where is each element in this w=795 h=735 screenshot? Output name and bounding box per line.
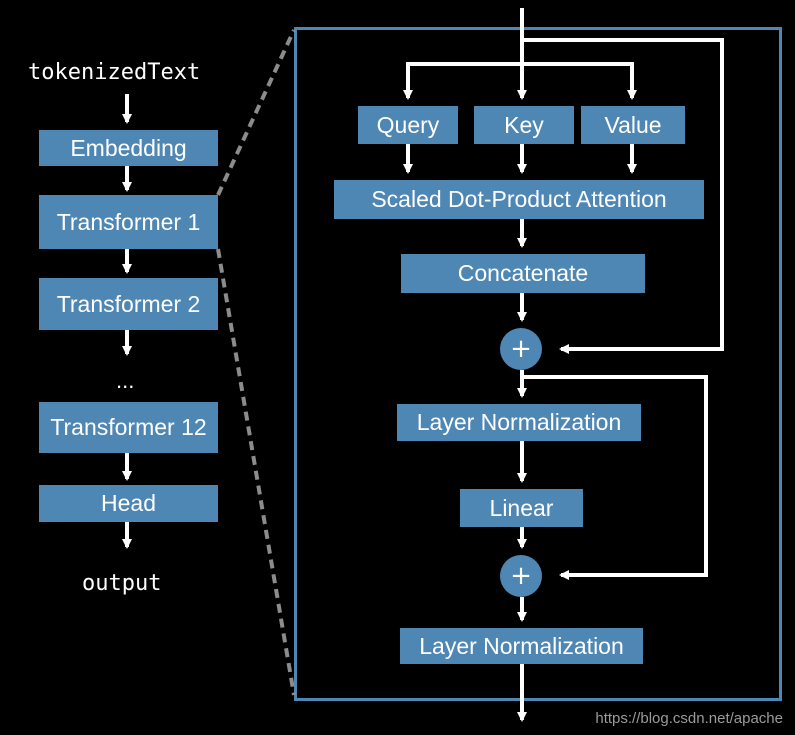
embedding-box: Embedding: [39, 130, 218, 166]
transformer-detail-frame: [294, 27, 782, 701]
transformer-1-box: Transformer 1: [39, 195, 218, 249]
add-node-2: +: [500, 555, 542, 597]
layer-norm-1-box: Layer Normalization: [397, 404, 641, 441]
output-label: output: [82, 571, 162, 596]
zoom-connectors: [216, 29, 296, 696]
attention-box: Scaled Dot-Product Attention: [334, 180, 704, 219]
value-box: Value: [581, 106, 685, 144]
watermark-text: https://blog.csdn.net/apache: [595, 710, 783, 727]
add-node-1: +: [500, 328, 542, 370]
head-box: Head: [39, 485, 218, 522]
query-box: Query: [358, 106, 458, 144]
key-box: Key: [474, 106, 574, 144]
residual-arrow-2: [522, 375, 708, 580]
transformer-2-box: Transformer 2: [39, 278, 218, 330]
concatenate-box: Concatenate: [401, 254, 645, 293]
layer-norm-2-box: Layer Normalization: [400, 628, 643, 664]
linear-box: Linear: [460, 489, 583, 527]
ellipsis-label: ...: [116, 368, 135, 393]
residual-arrow-1: [522, 38, 724, 354]
transformer-12-box: Transformer 12: [39, 402, 218, 453]
input-label: tokenizedText: [28, 60, 201, 85]
